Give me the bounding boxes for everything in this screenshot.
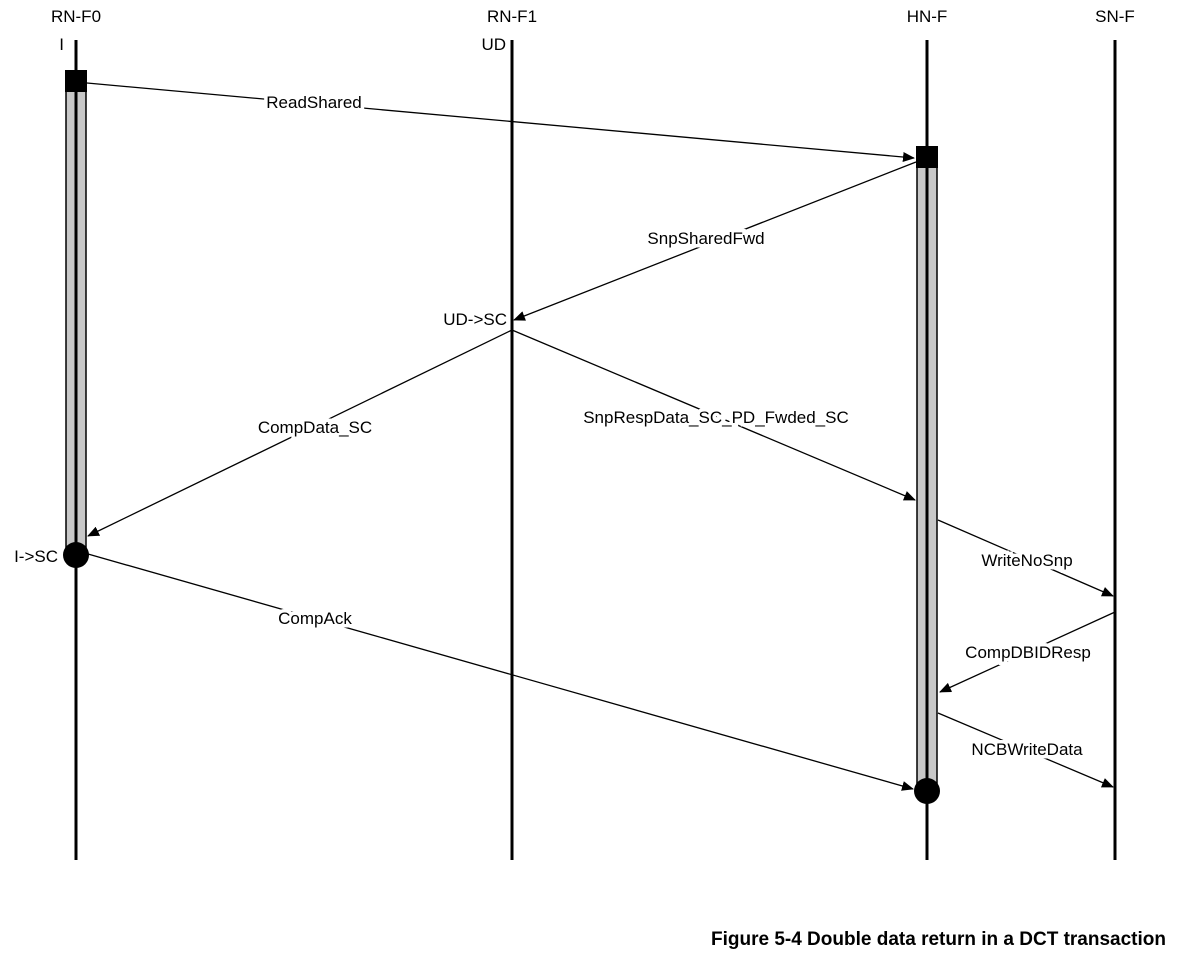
node-label-rn-f1: RN-F1 <box>487 7 537 26</box>
state-change-label-rn-f1: UD->SC <box>443 310 507 329</box>
arrow-compack <box>87 553 914 791</box>
initial-state-rn-f0: I <box>59 35 64 54</box>
arrow-compdbidresp <box>939 611 1116 693</box>
figure-caption: Figure 5-4 Double data return in a DCT t… <box>711 929 1166 950</box>
message-label-compdata-sc: CompData_SC <box>258 418 372 437</box>
message-label-compack: CompAck <box>278 609 352 628</box>
transaction-end-marker-rn-f0 <box>63 542 89 568</box>
node-label-rn-f0: RN-F0 <box>51 7 101 26</box>
initial-state-rn-f1: UD <box>481 35 506 54</box>
message-label-readshared: ReadShared <box>266 93 361 112</box>
transaction-end-marker-hn-f <box>914 778 940 804</box>
message-label-snpsharedfwd: SnpSharedFwd <box>647 229 764 248</box>
message-label-ncbwritedata: NCBWriteData <box>971 740 1083 759</box>
message-label-snprespdata: SnpRespData_SC_PD_Fwded_SC <box>583 408 849 427</box>
message-label-writenosnp: WriteNoSnp <box>981 551 1072 570</box>
state-change-label-rn-f0: I->SC <box>14 547 58 566</box>
arrow-writenosnp <box>937 519 1114 597</box>
arrow-ncbwritedata <box>937 712 1114 788</box>
arrow-snpsharedfwd <box>513 161 917 321</box>
transaction-start-marker-hn-f <box>916 146 938 168</box>
arrow-compdata-sc <box>87 329 513 537</box>
arrow-snprespdata <box>511 329 916 501</box>
node-label-sn-f: SN-F <box>1095 7 1135 26</box>
message-label-compdbidresp: CompDBIDResp <box>965 643 1091 662</box>
node-label-hn-f: HN-F <box>907 7 948 26</box>
arrow-readshared <box>86 82 915 162</box>
transaction-start-marker-rn-f0 <box>65 70 87 92</box>
